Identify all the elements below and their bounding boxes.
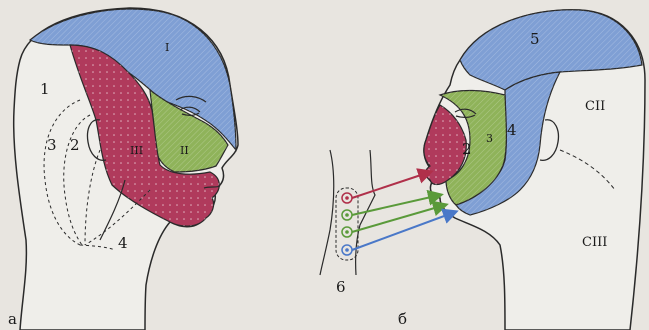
right-label-cervical-3: CIII: [582, 236, 607, 249]
left-head: [14, 8, 238, 330]
arrow-red: [352, 172, 430, 198]
left-label-branch-III: III: [130, 145, 143, 156]
right-label-zone-5: 5: [530, 32, 540, 47]
left-label-zone-1: 1: [40, 82, 50, 97]
right-label-zone-2: 2: [462, 142, 472, 157]
left-label-branch-I: I: [165, 42, 169, 53]
panel-caption-a: а: [8, 312, 17, 327]
right-label-zone-6: 6: [336, 280, 346, 295]
left-label-zone-4: 4: [118, 236, 128, 251]
arrow-green-2: [352, 205, 445, 232]
left-label-zone-3: 3: [47, 138, 57, 153]
right-label-zone-4: 4: [507, 123, 517, 138]
left-label-zone-2: 2: [70, 138, 80, 153]
panel-caption-b: б: [398, 312, 407, 327]
right-label-zone-3: 3: [486, 133, 493, 144]
left-label-branch-II: II: [180, 145, 189, 156]
arrow-green-1: [352, 195, 440, 215]
right-label-cervical-2: CII: [585, 100, 605, 113]
right-head: [424, 10, 645, 330]
